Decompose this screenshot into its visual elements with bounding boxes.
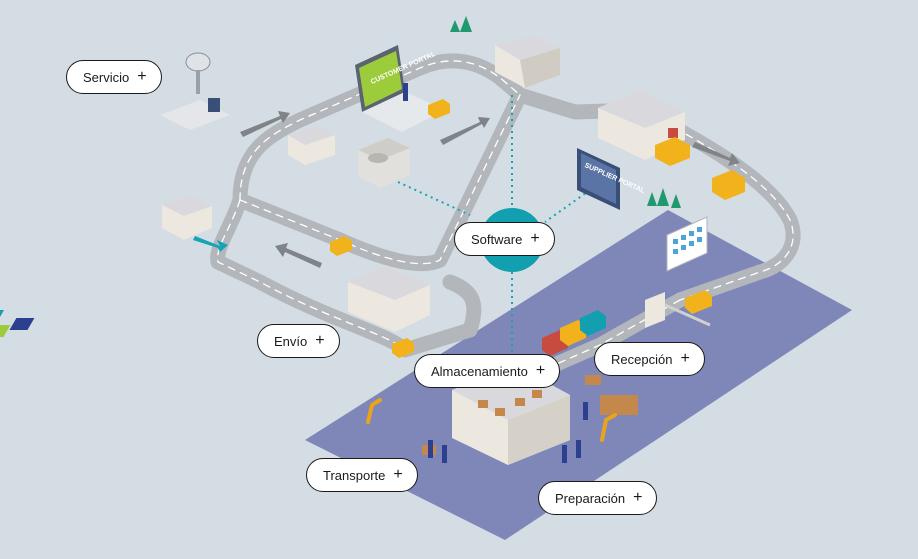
van-icon	[330, 236, 352, 256]
plus-icon: +	[137, 68, 147, 85]
puzzle-pieces-icon	[0, 310, 35, 337]
data-center	[358, 138, 410, 188]
service-station	[160, 52, 230, 130]
truck-icon	[712, 170, 745, 200]
label-text: Transporte	[323, 467, 386, 483]
arrow-up-right-icon	[240, 111, 290, 137]
label-servicio[interactable]: Servicio +	[66, 60, 162, 94]
label-text: Software	[471, 231, 523, 247]
label-transporte[interactable]: Transporte +	[306, 458, 418, 492]
truck-icon	[560, 320, 586, 346]
arrow-up-right-icon	[440, 117, 490, 145]
billboard	[666, 216, 708, 272]
label-envio[interactable]: Envío +	[257, 324, 340, 358]
label-text: Almacenamiento	[431, 363, 528, 379]
direction-arrows	[240, 111, 740, 268]
supplier-portal-tablet: SUPPLIER PORTAL	[577, 148, 646, 210]
arrow-left-icon	[275, 243, 322, 268]
truck-icon	[580, 310, 606, 336]
label-text: Servicio	[83, 69, 130, 85]
van-icon	[392, 338, 414, 358]
label-text: Preparación	[555, 490, 626, 506]
plus-icon: +	[633, 489, 643, 506]
label-software[interactable]: Software +	[454, 222, 555, 256]
label-recepcion[interactable]: Recepción +	[594, 342, 705, 376]
plus-icon: +	[315, 332, 325, 349]
label-text: Envío	[274, 333, 308, 349]
plus-icon: +	[530, 230, 540, 247]
label-almacenamiento[interactable]: Almacenamiento +	[414, 354, 561, 388]
plus-icon: +	[680, 350, 690, 367]
van-icon	[428, 99, 450, 119]
small-building	[288, 125, 335, 165]
robot-arm-icon	[366, 398, 617, 442]
software-links	[397, 95, 591, 355]
trees	[450, 16, 681, 208]
label-preparacion[interactable]: Preparación +	[538, 481, 658, 515]
plus-icon: +	[393, 466, 403, 483]
return-arrow-icon	[193, 236, 228, 252]
customer-portal-laptop: CUSTOMER PORTAL	[355, 45, 445, 132]
plus-icon: +	[535, 362, 546, 379]
shipping-warehouse	[348, 265, 430, 332]
arrow-down-right-icon	[692, 142, 740, 166]
truck-icon	[685, 290, 712, 314]
trucks	[330, 99, 745, 358]
top-warehouse	[495, 35, 560, 88]
entry-gate	[645, 292, 711, 328]
label-text: Recepción	[611, 351, 673, 367]
truck-icon	[655, 137, 690, 166]
satellite-dish-icon	[185, 52, 211, 72]
returns-building	[162, 195, 228, 252]
workers	[403, 83, 588, 463]
